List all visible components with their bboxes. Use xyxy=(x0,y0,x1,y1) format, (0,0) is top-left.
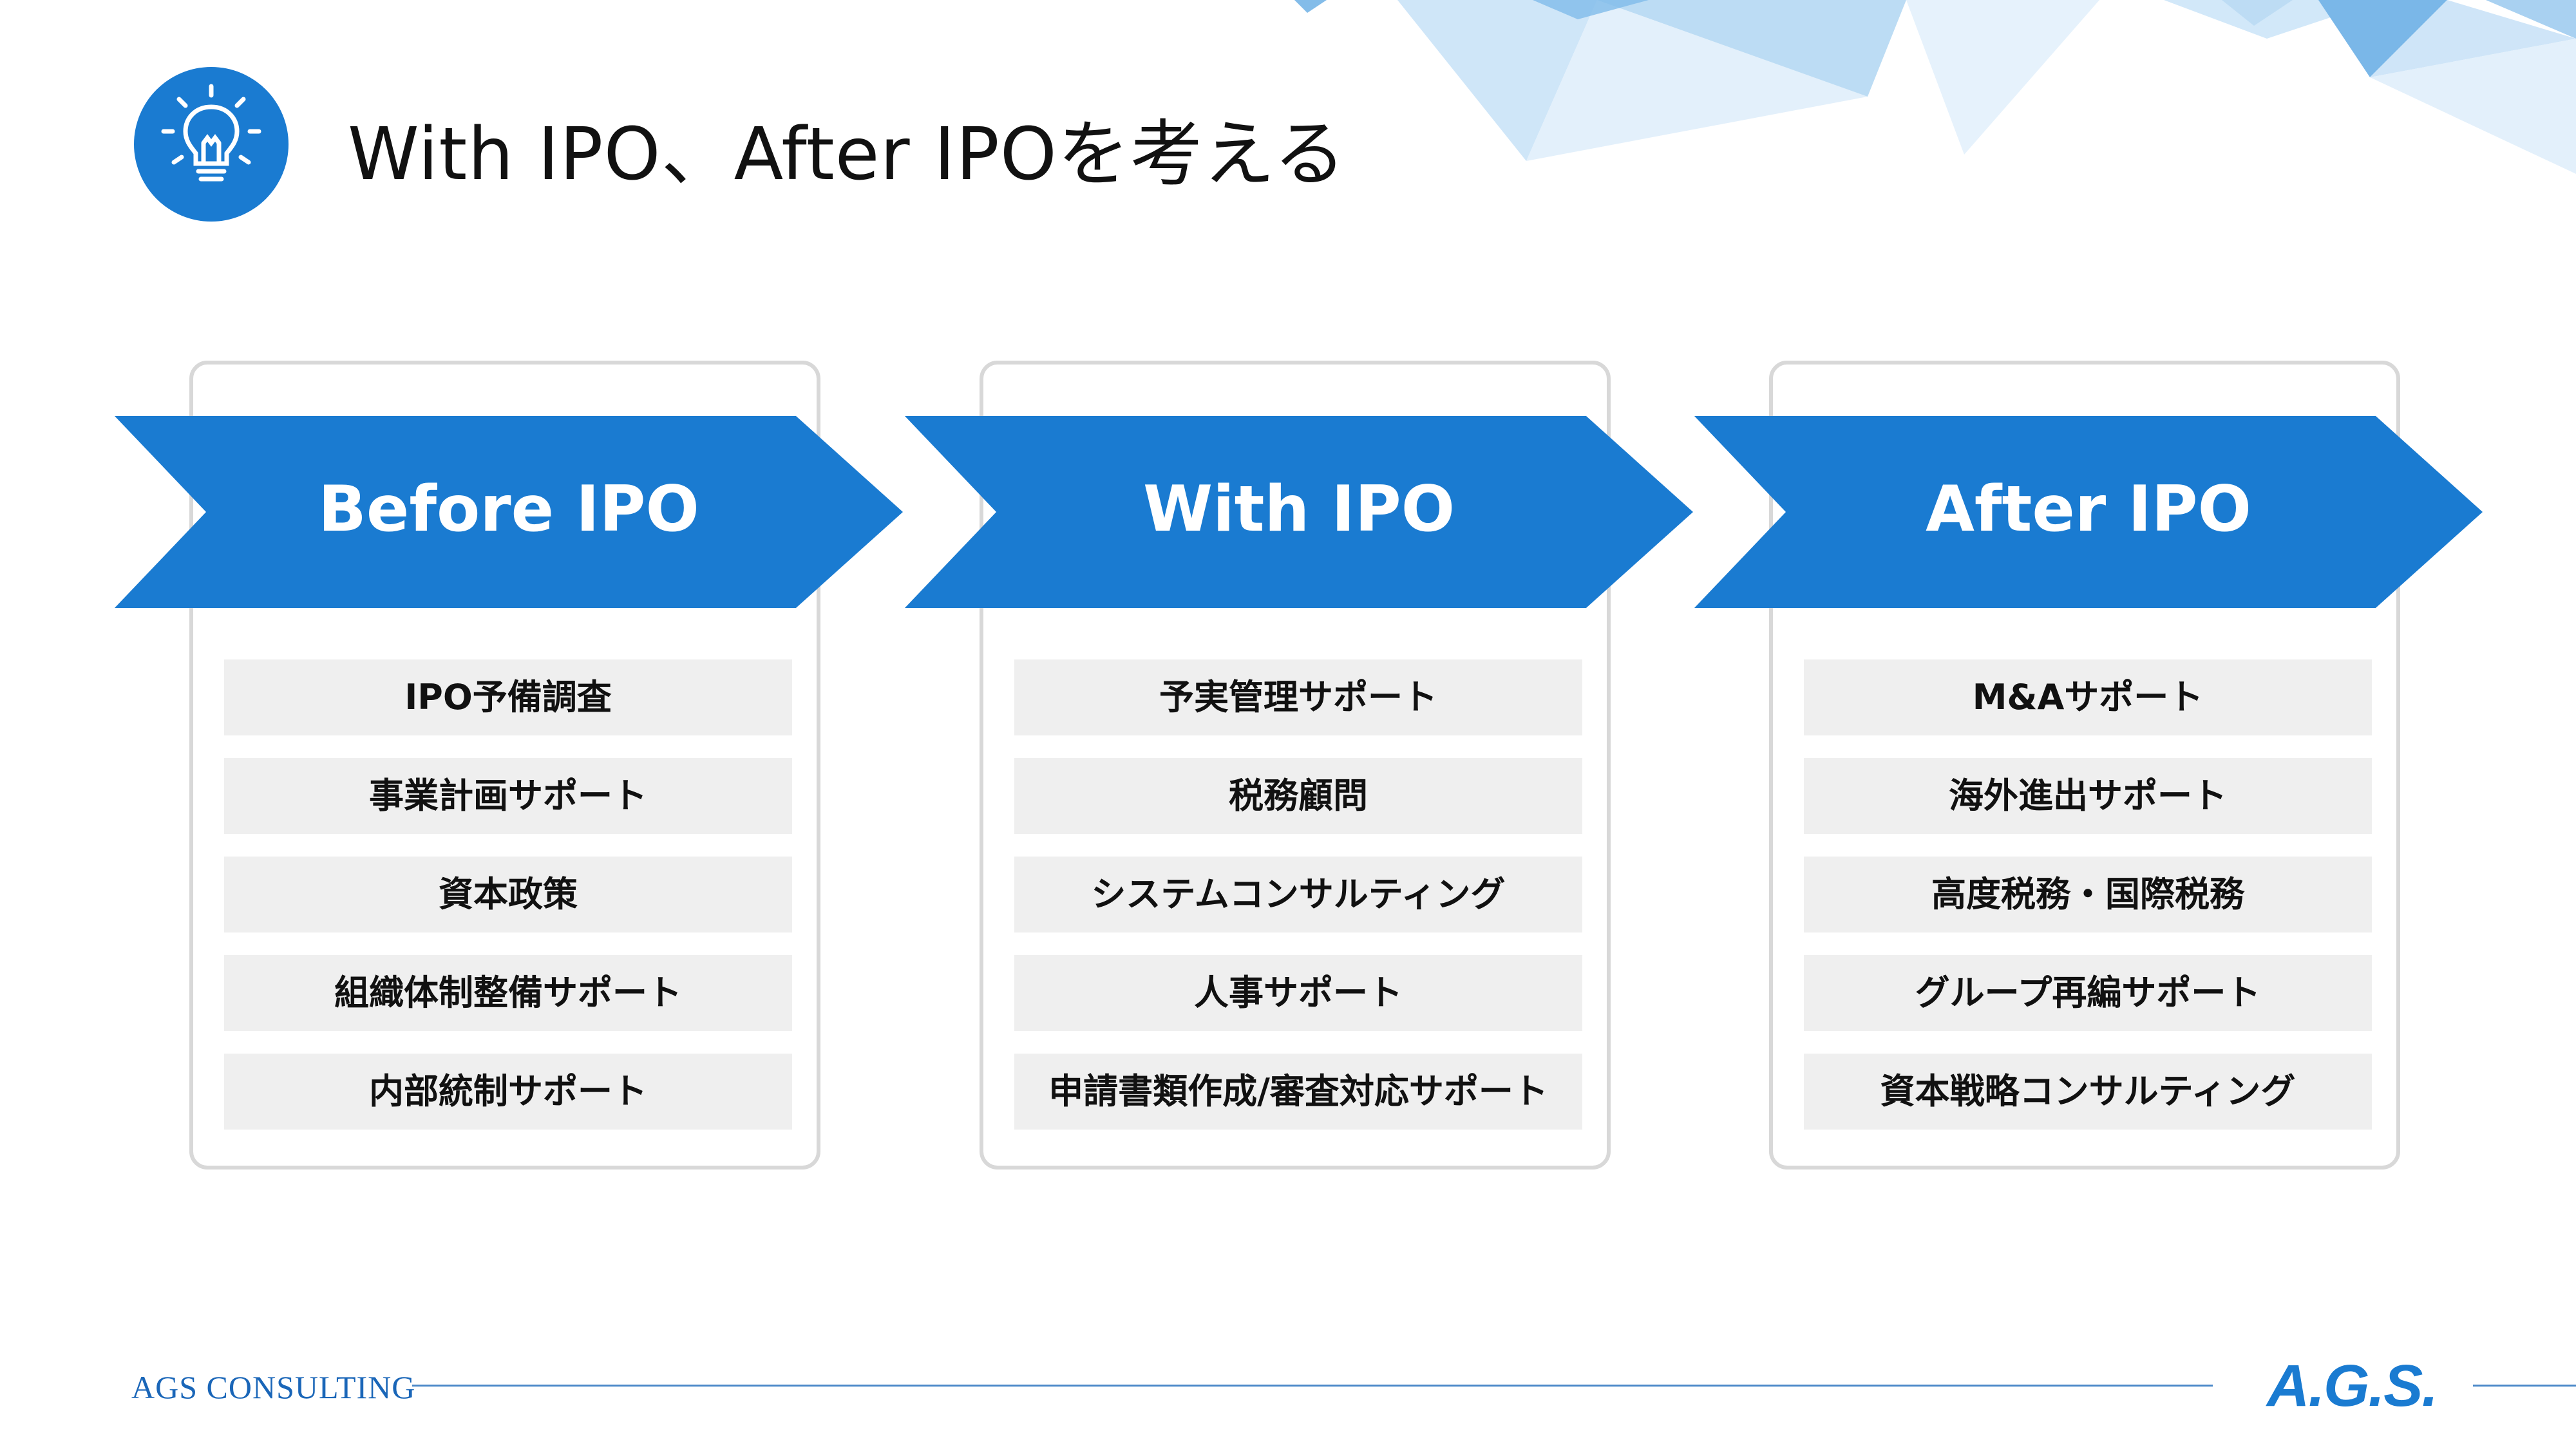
service-item: 組織体制整備サポート xyxy=(224,955,792,1031)
footer-divider-right xyxy=(2473,1385,2576,1387)
header-lightbulb-badge xyxy=(134,67,289,222)
stage-banner-with-ipo: With IPO xyxy=(905,416,1693,608)
footer-divider xyxy=(412,1385,2213,1387)
lightbulb-icon xyxy=(161,84,261,182)
footer-logo: A.G.S. xyxy=(2267,1353,2438,1419)
service-item: 申請書類作成/審査対応サポート xyxy=(1014,1054,1582,1130)
service-item: 高度税務・国際税務 xyxy=(1804,857,2372,933)
service-item: M&Aサポート xyxy=(1804,659,2372,735)
decorative-triangles xyxy=(1294,0,2576,174)
footer-brand-name: AGS CONSULTING xyxy=(131,1369,416,1405)
stage-label: With IPO xyxy=(1142,473,1455,546)
stage-banner-before-ipo: Before IPO xyxy=(115,416,903,608)
service-item: 資本政策 xyxy=(224,857,792,933)
page-title: With IPO、After IPOを考える xyxy=(348,113,1347,196)
service-item: 内部統制サポート xyxy=(224,1054,792,1130)
service-item: 資本戦略コンサルティング xyxy=(1804,1054,2372,1130)
stage-label: After IPO xyxy=(1926,473,2251,546)
service-item: 人事サポート xyxy=(1014,955,1582,1031)
service-item: システムコンサルティング xyxy=(1014,857,1582,933)
service-item: グループ再編サポート xyxy=(1804,955,2372,1031)
stage-label: Before IPO xyxy=(318,473,699,546)
stage-banner-after-ipo: After IPO xyxy=(1694,416,2483,608)
service-item: 予実管理サポート xyxy=(1014,659,1582,735)
service-item: 事業計画サポート xyxy=(224,758,792,834)
service-item: 税務顧問 xyxy=(1014,758,1582,834)
service-item: IPO予備調査 xyxy=(224,659,792,735)
service-item: 海外進出サポート xyxy=(1804,758,2372,834)
